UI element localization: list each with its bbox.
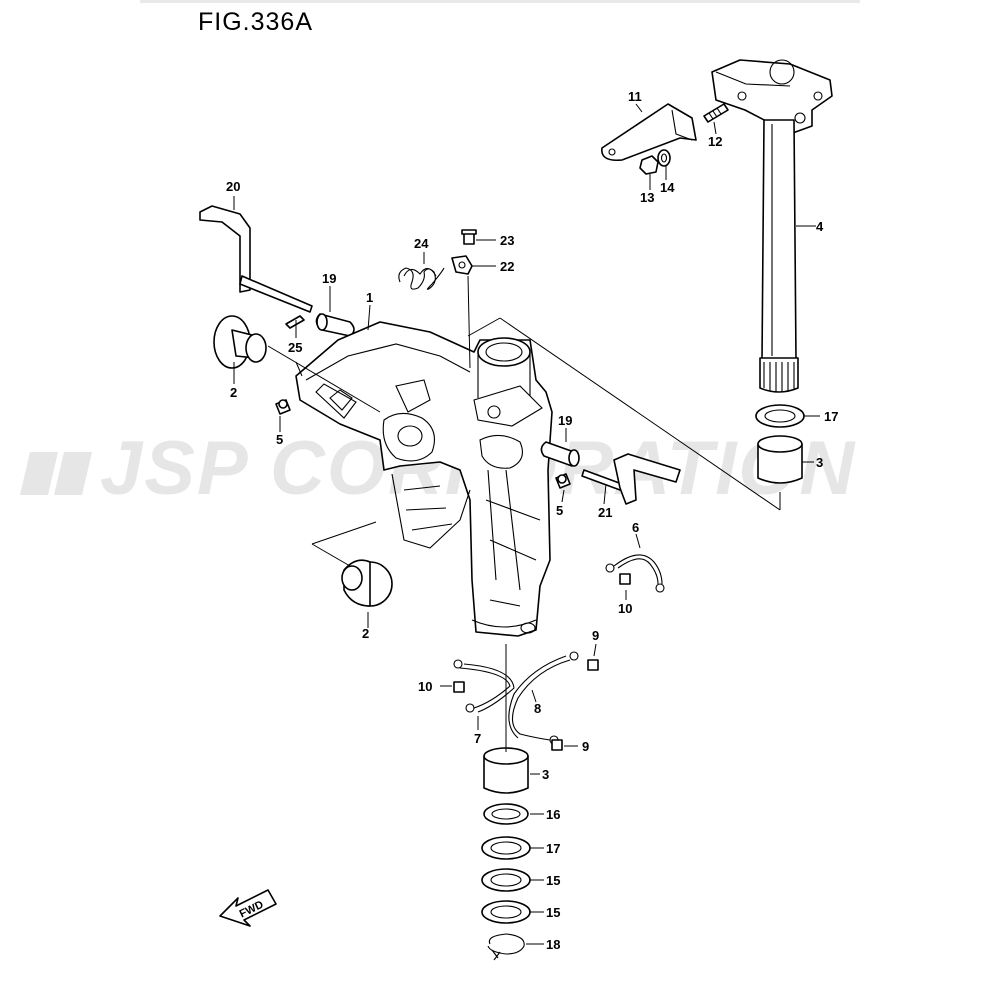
- callout-13: 13: [640, 190, 654, 205]
- callout-11: 11: [628, 89, 642, 104]
- part-10-screw-lower: [453, 681, 465, 693]
- callout-19-lower: 19: [558, 413, 572, 428]
- part-19-pin-lower: [540, 441, 580, 467]
- callout-16: 16: [546, 807, 560, 822]
- part-18-snap-ring: [487, 933, 525, 961]
- part-15-washer-b: [481, 900, 531, 924]
- callout-1: 1: [366, 290, 373, 305]
- callout-5-left: 5: [276, 432, 283, 447]
- part-7-ground-wire: [453, 659, 515, 713]
- callout-19-upper: 19: [322, 271, 336, 286]
- part-16-washer: [483, 803, 529, 825]
- part-21-lever-rod: [581, 453, 681, 505]
- part-9-bolt-lower: [551, 739, 563, 751]
- part-10-screw-right: [619, 573, 631, 585]
- part-17-washer-right: [755, 404, 805, 428]
- callout-15-a: 15: [546, 873, 560, 888]
- callout-3-lower: 3: [542, 767, 549, 782]
- callout-3-right: 3: [816, 455, 823, 470]
- part-5-grease-nipple-left: [275, 399, 291, 415]
- part-12-stud-bolt: [703, 103, 729, 123]
- part-11-bracket-plate: [601, 103, 697, 162]
- part-17-washer-lower: [481, 836, 531, 860]
- part-3-bushing-lower: [483, 747, 529, 794]
- callout-5-right: 5: [556, 503, 563, 518]
- callout-17-right: 17: [824, 409, 838, 424]
- fwd-direction-arrow: FWD: [219, 889, 277, 927]
- part-24-spring: [398, 267, 445, 290]
- callout-17-lower: 17: [546, 841, 560, 856]
- callout-8: 8: [534, 701, 541, 716]
- part-5-grease-nipple-right: [555, 473, 571, 489]
- callout-9-lower: 9: [582, 739, 589, 754]
- callout-22: 22: [500, 259, 514, 274]
- part-19-pin-upper: [315, 313, 355, 337]
- leader-lines: [233, 103, 820, 945]
- part-8-ground-wire: [508, 651, 579, 745]
- watermark-logo-mark: [20, 452, 58, 495]
- part-4-steering-shaft: [711, 59, 833, 393]
- callout-12: 12: [708, 134, 722, 149]
- callout-9-upper: 9: [592, 628, 599, 643]
- callout-2-lower: 2: [362, 626, 369, 641]
- callout-15-b: 15: [546, 905, 560, 920]
- top-rule: [140, 0, 860, 3]
- callout-24: 24: [414, 236, 429, 251]
- part-22-clip: [451, 255, 473, 275]
- part-2-bushing-lower: [341, 559, 393, 607]
- part-20-lever-rod: [199, 205, 313, 313]
- callout-25: 25: [288, 340, 302, 355]
- part-13-nut: [639, 155, 659, 175]
- part-15-washer-a: [481, 868, 531, 892]
- fwd-label: FWD: [238, 899, 266, 921]
- callout-labels: 20 19 25 1 2 5 24 23 22 11 12 13 14 4 17…: [226, 89, 838, 952]
- callout-18: 18: [546, 937, 560, 952]
- part-2-bushing-upper: [213, 315, 267, 369]
- part-25-cotter-pin: [285, 315, 305, 329]
- callout-10-right: 10: [618, 601, 632, 616]
- callout-23: 23: [500, 233, 514, 248]
- callout-21: 21: [598, 505, 612, 520]
- part-3-bushing-right: [757, 435, 803, 484]
- callout-20: 20: [226, 179, 240, 194]
- callout-4: 4: [816, 219, 824, 234]
- callout-6: 6: [632, 520, 639, 535]
- callout-10-lower: 10: [418, 679, 432, 694]
- callout-7: 7: [474, 731, 481, 746]
- callout-14: 14: [660, 180, 675, 195]
- figure-title: FIG.336A: [198, 8, 313, 36]
- part-6-ground-wire: [605, 554, 665, 593]
- part-14-washer: [657, 149, 671, 167]
- callout-2-upper: 2: [230, 385, 237, 400]
- part-9-bolt-upper: [587, 659, 599, 671]
- part-23-bolt: [461, 229, 477, 245]
